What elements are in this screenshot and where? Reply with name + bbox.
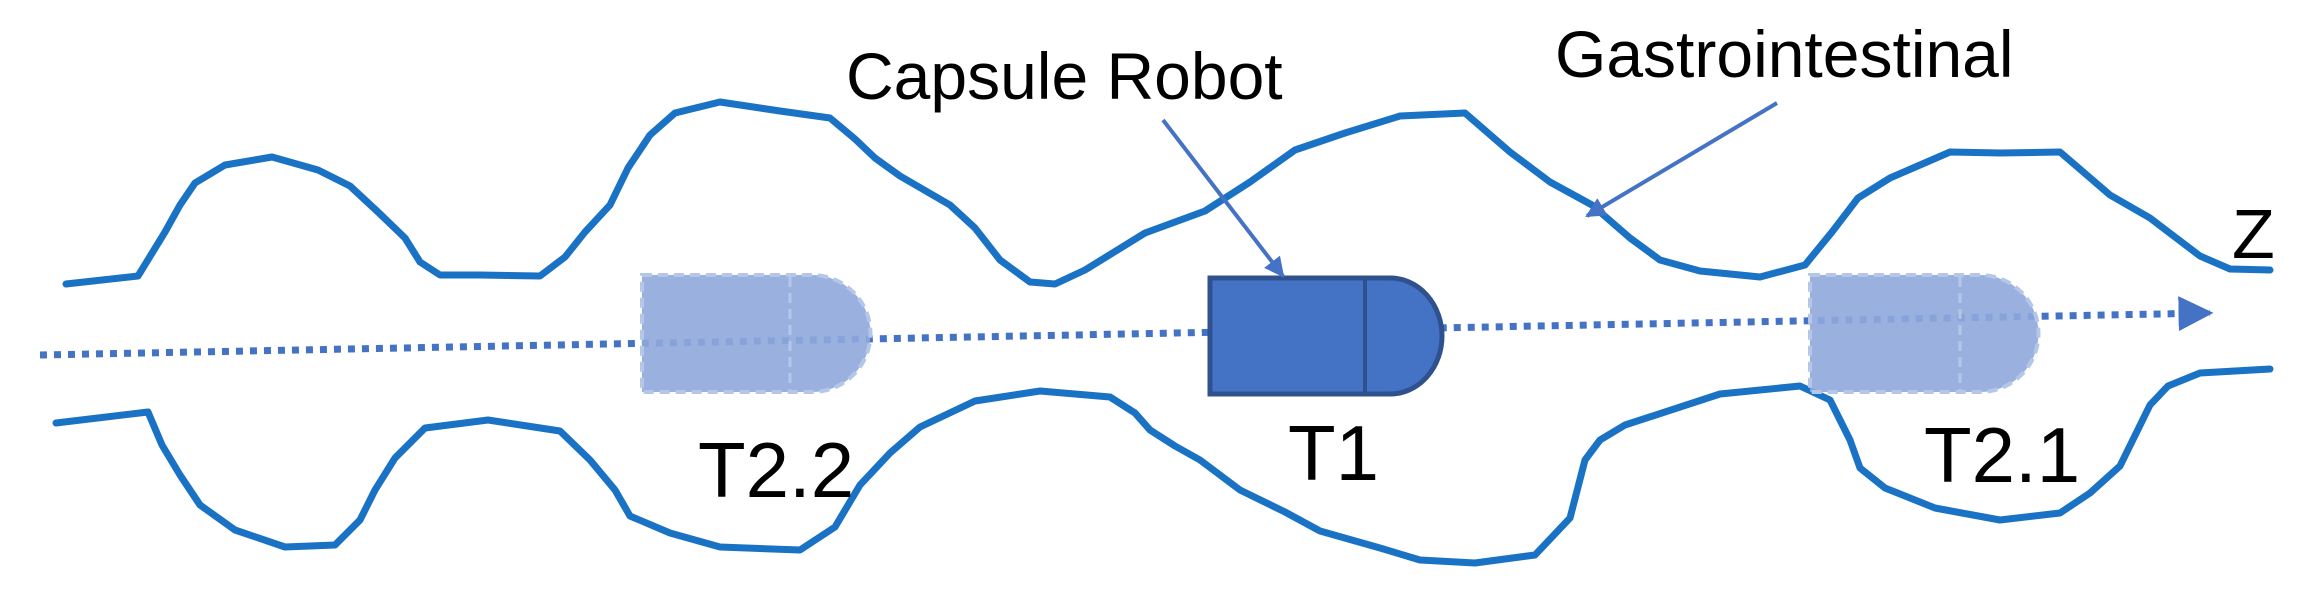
gastrointestinal-label: Gastrointestinal bbox=[1555, 17, 2014, 91]
position-t2-2-label: T2.2 bbox=[698, 426, 854, 514]
capsule-ghost-t2-2 bbox=[640, 273, 873, 394]
tract-upper-wall bbox=[62, 98, 2274, 288]
capsule-robot-pointer bbox=[1161, 118, 1285, 278]
capsule-robot-t1 bbox=[1207, 275, 1445, 397]
axis-z-label: Z bbox=[2232, 195, 2275, 273]
gastrointestinal-pointer bbox=[1585, 101, 1779, 218]
tract-lower-wall bbox=[52, 365, 2274, 567]
position-t2-1-label: T2.1 bbox=[1924, 411, 2080, 499]
capsule-ghost-t2-1 bbox=[1808, 273, 2041, 394]
capsule-robot-label: Capsule Robot bbox=[846, 39, 1283, 113]
position-t1-label: T1 bbox=[1288, 409, 1379, 497]
